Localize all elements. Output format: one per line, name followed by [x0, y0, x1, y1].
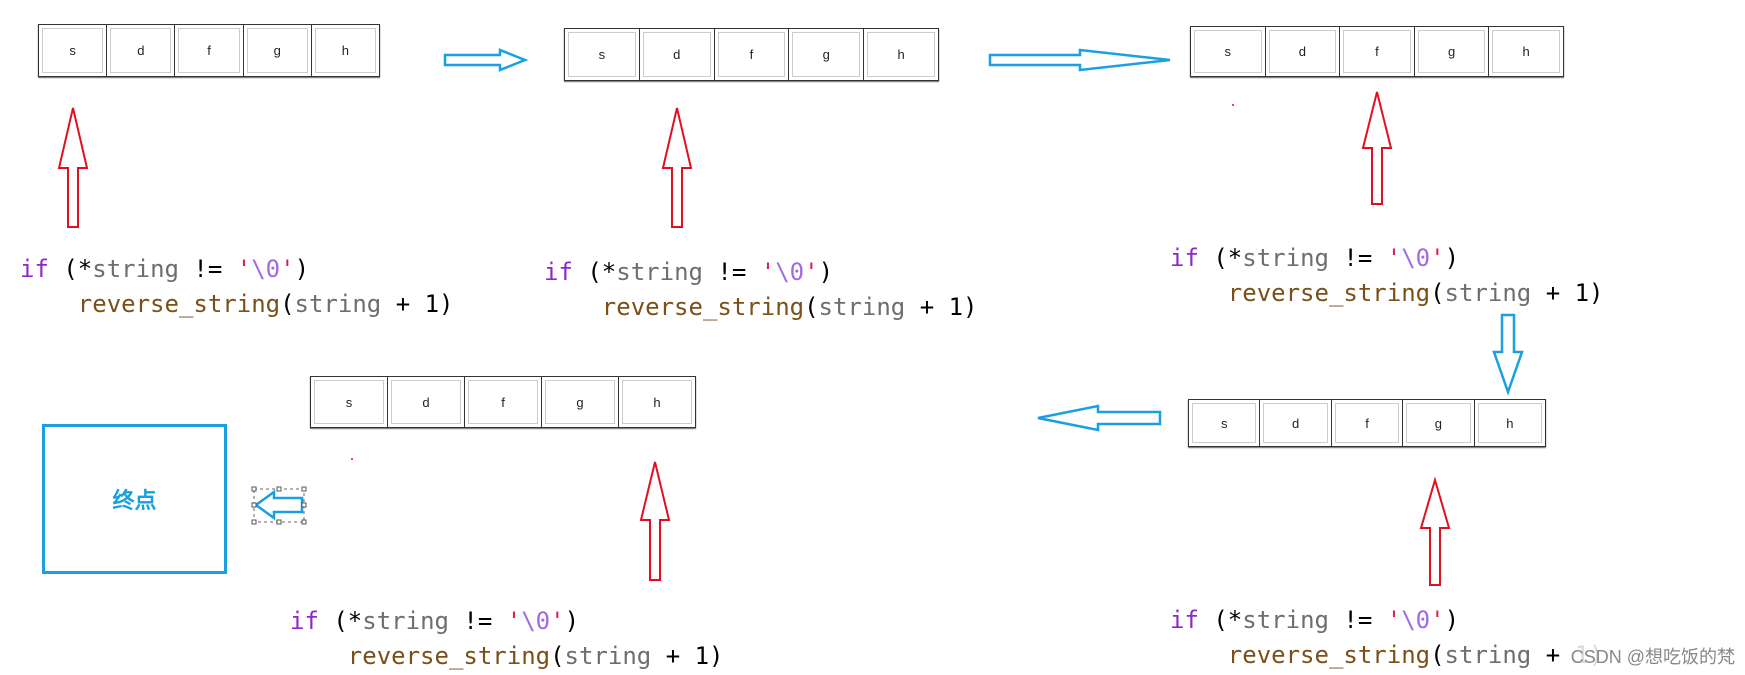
char-array-3: s d f g h [1190, 26, 1564, 77]
array-cell: d [1266, 27, 1341, 76]
array-cell: s [1189, 400, 1261, 446]
array-cell: f [1332, 400, 1404, 446]
array-cell: s [311, 377, 388, 427]
red-up-arrow-2 [661, 107, 693, 228]
code-block-4: if (*string != '\0') reverse_string(stri… [1170, 606, 1604, 669]
end-point-box: 终点 [42, 424, 227, 574]
char-array-2: s d f g h [564, 28, 939, 81]
blue-left-arrow-1 [1037, 404, 1162, 432]
red-up-arrow-4 [1419, 476, 1451, 586]
blue-right-arrow-2 [988, 48, 1171, 72]
code-block-2: if (*string != '\0') reverse_string(stri… [544, 258, 978, 321]
array-cell: f [715, 29, 790, 80]
red-up-arrow-1 [57, 107, 89, 228]
array-cell: g [1415, 27, 1490, 76]
array-cell: d [640, 29, 715, 80]
selection-handles [251, 486, 307, 525]
blue-left-arrow-2 [253, 489, 304, 521]
red-up-arrow-5 [639, 461, 671, 581]
array-cell: f [465, 377, 542, 427]
array-cell: h [312, 25, 379, 76]
array-cell: g [542, 377, 619, 427]
array-cell: g [789, 29, 865, 80]
char-array-1: s d f g h [38, 24, 380, 77]
red-up-arrow-3 [1361, 91, 1393, 205]
array-cell: g [1403, 400, 1475, 446]
code-block-1: if (*string != '\0') reverse_string(stri… [20, 255, 454, 318]
watermark: CSDN @想吃饭的梵 [1568, 643, 1737, 669]
array-cell: f [1340, 27, 1415, 76]
array-cell: s [565, 29, 640, 80]
char-array-4: s d f g h [1188, 399, 1546, 447]
end-point-label: 终点 [112, 488, 157, 513]
blue-right-arrow-1 [443, 48, 529, 72]
array-cell: d [107, 25, 176, 76]
code-block-3: if (*string != '\0') reverse_string(stri… [1170, 244, 1604, 307]
blue-down-arrow [1492, 313, 1524, 396]
array-cell: g [244, 25, 312, 76]
array-cell: d [388, 377, 465, 427]
array-cell: h [619, 377, 695, 427]
code-block-5: if (*string != '\0') reverse_string(stri… [290, 607, 724, 670]
array-cell: h [864, 29, 938, 80]
char-array-5: s d f g h [310, 376, 696, 428]
array-cell: d [1260, 400, 1332, 446]
array-cell: s [39, 25, 108, 76]
array-cell: f [175, 25, 244, 76]
array-cell: h [1489, 27, 1563, 76]
array-cell: s [1191, 27, 1266, 76]
array-cell: h [1475, 400, 1545, 446]
